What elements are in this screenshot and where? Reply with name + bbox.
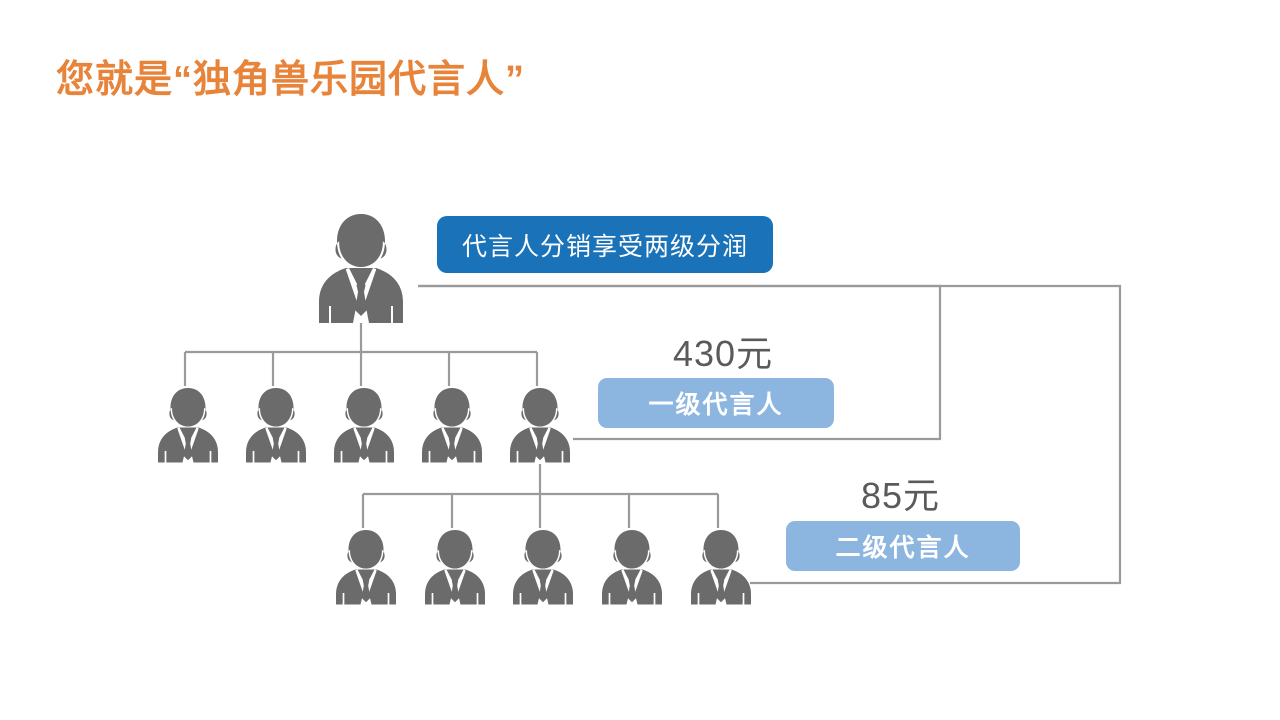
headline-banner-label: 代言人分销享受两级分润	[461, 232, 748, 261]
level1-badge-label: 一级代言人	[648, 391, 784, 419]
headline-banner: 代言人分销享受两级分润	[437, 216, 773, 273]
level2-badge-label: 二级代言人	[835, 534, 971, 562]
businessman-icon-level2-2	[425, 530, 485, 605]
page-title: 您就是“独角兽乐园代言人”	[56, 59, 526, 101]
businessman-icon-level1-4	[422, 388, 482, 463]
businessman-icon-level1-2	[246, 388, 306, 463]
businessman-icon-level1-5	[510, 388, 570, 463]
businessman-icon-level2-3	[513, 530, 573, 605]
businessman-icon-level1-1	[158, 388, 218, 463]
businessman-icon-level1-3	[334, 388, 394, 463]
level1-badge: 一级代言人	[598, 378, 834, 428]
level2-badge: 二级代言人	[786, 521, 1020, 571]
level2-amount: 85元	[861, 475, 941, 516]
level1-amount: 430元	[673, 333, 774, 374]
businessman-icon-level2-5	[691, 530, 751, 605]
businessman-icon-level2-1	[336, 530, 396, 605]
businessman-icon-root	[319, 214, 403, 323]
businessman-icon-level2-4	[602, 530, 662, 605]
